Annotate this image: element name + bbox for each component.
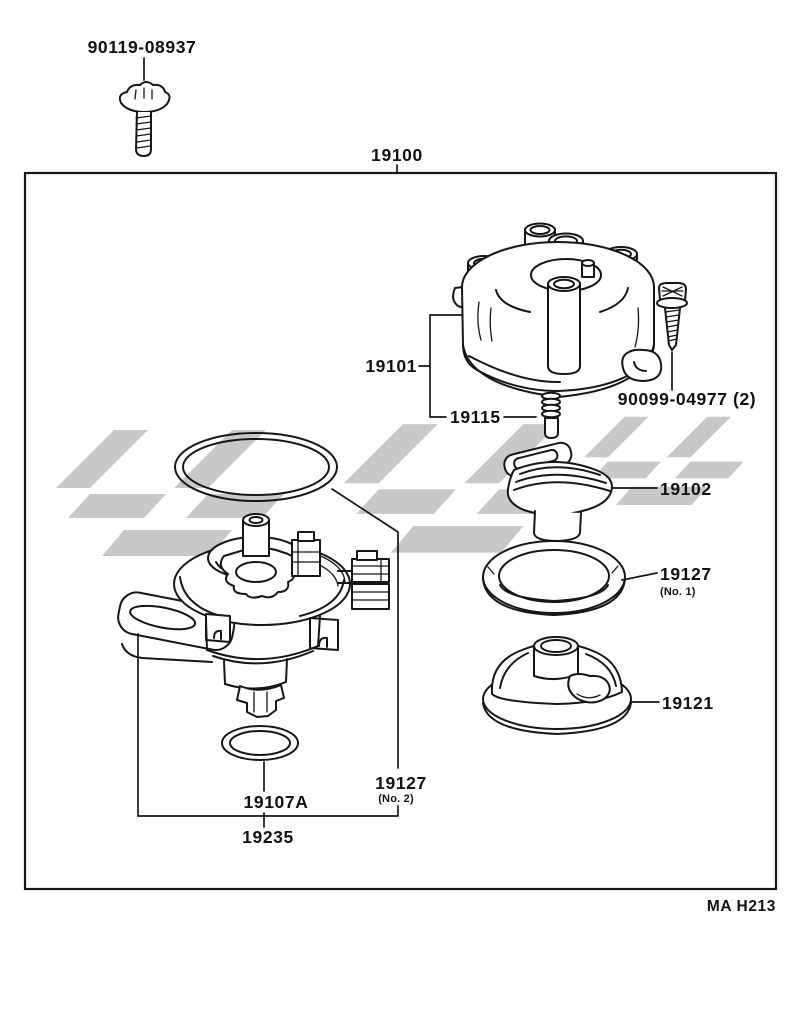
part-label-dust-cover: 19121 (662, 693, 714, 713)
housing-bracket-lines (137, 488, 399, 817)
cap-screw-drawing (656, 282, 688, 391)
cap-packing-drawing (482, 540, 658, 616)
part-label-housing: 19235 (242, 827, 294, 847)
shaft-o-ring-drawing (221, 725, 299, 828)
part-label-packing-no2-note: (No. 2) (378, 793, 414, 805)
part-label-cap-screw: 90099-04977 (2) (618, 389, 756, 409)
cap-leader-lines (418, 314, 537, 418)
part-label-mount-bolt: 90119-08937 (88, 37, 197, 57)
terminal-spring-drawing (541, 391, 561, 439)
part-label-assembly: 19100 (371, 145, 423, 165)
part-label-packing-no1-note: (No. 1) (660, 586, 696, 598)
distributor-cap-drawing (452, 222, 663, 398)
part-label-shaft-o-ring: 19107A (244, 792, 309, 812)
part-label-packing-no1: 19127 (660, 564, 712, 584)
flange-bolt-drawing (118, 57, 171, 157)
diagram-frame (23, 171, 778, 891)
watermark (56, 416, 744, 556)
part-label-terminal: 19115 (450, 407, 501, 427)
part-label-rotor: 19102 (660, 479, 712, 499)
housing-o-ring-drawing (174, 432, 338, 502)
cap-packing-leader-line (621, 572, 658, 581)
part-label-packing-no2: 19127 (375, 773, 427, 793)
doc-code: MA H213 (707, 898, 776, 915)
part-label-cap: 19101 (365, 356, 417, 376)
dust-cover-drawing (482, 636, 660, 735)
rotor-drawing (503, 441, 658, 542)
distributor-housing-drawing (117, 513, 390, 718)
